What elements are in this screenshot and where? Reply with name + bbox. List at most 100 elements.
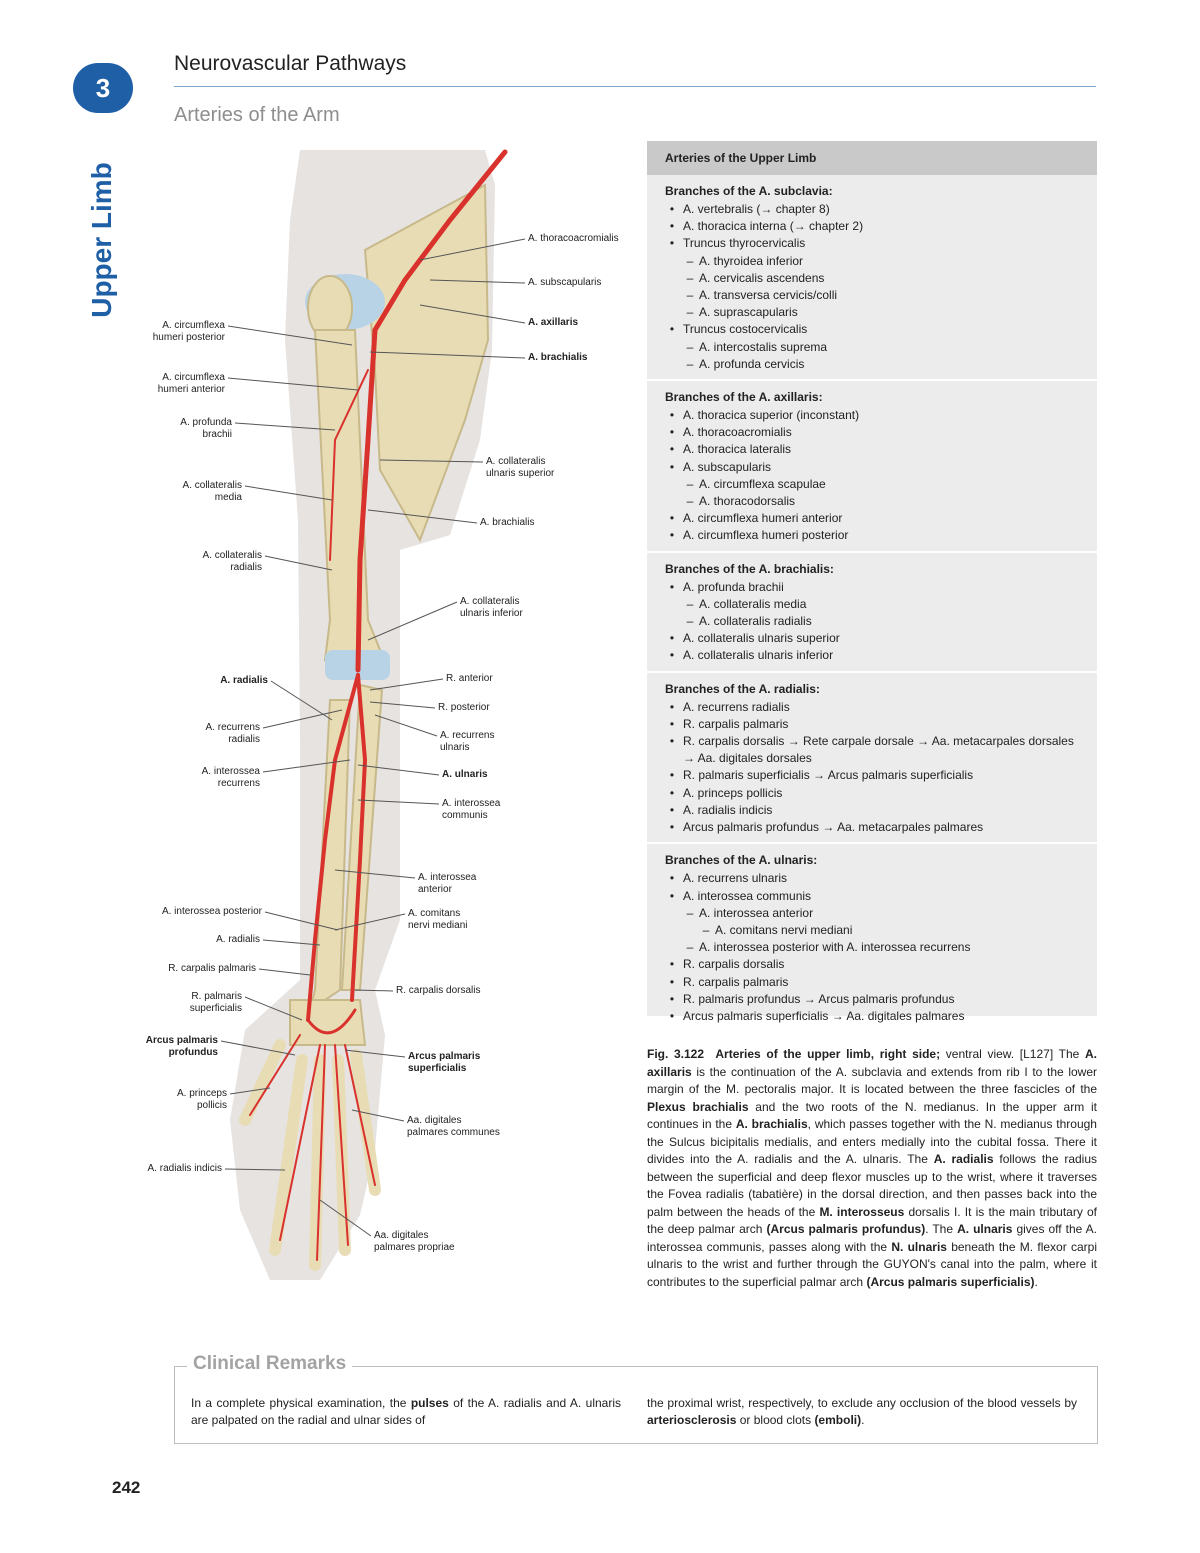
caption-fig-title: Arteries of the upper limb, right side; — [715, 1047, 941, 1061]
table-section: Branches of the A. brachialis: •A. profun… — [647, 553, 1097, 673]
bullet-icon: • — [669, 699, 675, 714]
table-list-item: •A. circumflexa humeri anterior — [665, 510, 1079, 527]
dash-icon: – — [686, 596, 694, 611]
clinical-remarks-box: Clinical Remarks In a complete physical … — [174, 1353, 1098, 1444]
figure-label: A. circumflexa humeri posterior — [152, 320, 225, 343]
dash-icon: – — [686, 253, 694, 268]
thumb-bone — [239, 1039, 286, 1126]
table-list-item: •A. recurrens radialis — [665, 699, 1079, 716]
table-list-item-text: A. thoracica lateralis — [683, 442, 792, 457]
table-list-item: •R. carpalis dorsalis — [665, 956, 1079, 973]
table-list-item: –A. profunda cervicis — [665, 356, 1079, 373]
page-header-title: Neurovascular Pathways — [174, 52, 407, 75]
table-list-item: •R. carpalis dorsalis → Rete carpale dor… — [665, 733, 1079, 767]
figure-label: R. palmaris superficialis — [189, 991, 242, 1014]
bullet-icon: • — [669, 236, 675, 251]
label-leader-line — [354, 989, 394, 992]
bullet-icon: • — [669, 716, 675, 731]
table-list-item: –A. collateralis media — [665, 596, 1079, 613]
table-list-item-text: A. profunda cervicis — [699, 356, 805, 371]
label-leader-line — [244, 996, 303, 1021]
table-section: Branches of the A. ulnaris:•A. recurrens… — [647, 844, 1097, 1031]
table-list-item: •R. palmaris superficialis → Arcus palma… — [665, 767, 1079, 784]
bullet-icon: • — [669, 648, 675, 663]
dash-icon: – — [686, 339, 694, 354]
table-list-item: • Truncus costocervicalis — [665, 321, 1079, 338]
table-section: Branches of the A. subclavia:•A. vertebr… — [647, 175, 1097, 382]
label-leader-line — [369, 678, 444, 691]
scapula — [363, 183, 490, 543]
profunda-brachii-path — [329, 369, 369, 561]
table-list-item: –A. interossea anterior — [665, 905, 1079, 922]
figure-label: A. profunda brachii — [180, 417, 232, 440]
figure-label: A. brachialis — [480, 517, 535, 528]
label-leader-line — [374, 714, 438, 737]
table-list-item: •A. collateralis ulnaris superior — [665, 630, 1079, 647]
figure-label: R. posterior — [438, 702, 490, 713]
table-list-item: •A. collateralis ulnaris inferior — [665, 647, 1079, 664]
table-list-item: –A. intercostalis suprema — [665, 339, 1079, 356]
dash-icon: – — [686, 905, 694, 920]
figure-label: Aa. digitales palmares communes — [407, 1115, 500, 1138]
table-list-item-text: Truncus thyrocervicalis — [683, 236, 806, 251]
bullet-icon: • — [669, 322, 675, 337]
table-section-title: Branches of the A. brachialis: — [665, 561, 834, 576]
caption.body-text-run: , which passes together with the N. medi… — [647, 1117, 1097, 1166]
table-list-item-text: A. interossea communis — [683, 888, 812, 903]
figure-label: A. interossea posterior — [161, 906, 262, 917]
bullet-icon: • — [669, 1008, 675, 1023]
figure-label: A. interossea recurrens — [201, 766, 260, 789]
label-leader-line — [351, 1109, 405, 1122]
header-rule — [174, 86, 1096, 87]
table-list-item: –A. suprascapularis — [665, 304, 1079, 321]
table-list-item: •A. circumflexa humeri posterior — [665, 527, 1079, 544]
chapter-badge: 3 — [73, 63, 133, 113]
table-list-item: •R. palmaris profundus → Arcus palmaris … — [665, 991, 1079, 1008]
table-section-title: Branches of the A. ulnaris: — [665, 853, 818, 868]
bullet-icon: • — [669, 202, 675, 216]
caption.body-text-run: N. ulnaris — [891, 1239, 947, 1254]
bullet-icon: • — [669, 425, 675, 440]
clinical.right-text-run: . — [861, 1413, 865, 1427]
figure-label: Aa. digitales palmares propriae — [374, 1230, 455, 1253]
caption.body-text-run: (Arcus palmaris profundus) — [766, 1222, 926, 1236]
bullet-icon: • — [669, 511, 675, 526]
table-list-item: •Arcus palmaris superficialis → Aa. digi… — [665, 1008, 1079, 1025]
dash-icon: – — [686, 614, 694, 629]
section-title: Arteries of the Arm — [174, 104, 340, 126]
table-list-item-text: R. carpalis palmaris — [683, 974, 789, 989]
table-list-item-text: A. suprascapularis — [699, 305, 798, 320]
index-finger-bone — [269, 1054, 308, 1256]
table-list-item-text: A. comitans nervi mediani — [715, 922, 853, 937]
clinical.right-text-run: (emboli) — [814, 1413, 862, 1427]
dash-icon: – — [686, 356, 694, 371]
caption.body-text-run: follows the radius between the superfici… — [647, 1152, 1098, 1219]
figure-label: A. radialis — [216, 934, 260, 945]
label-leader-line — [229, 1087, 271, 1095]
middle-finger-bone — [309, 1054, 326, 1271]
clinical.left-text-run: pulses — [410, 1396, 449, 1410]
label-leader-line — [344, 1049, 406, 1058]
table-list-item: •A. thoracoacromialis — [665, 424, 1079, 441]
figure-label: Arcus palmaris profundus — [145, 1035, 218, 1058]
page-number: 242 — [112, 1478, 141, 1497]
radial-artery-path — [306, 673, 360, 1022]
table-list-item: •A. profunda brachii — [665, 579, 1079, 596]
caption.body-text-run: A. brachialis — [735, 1117, 808, 1131]
caption.body-text-run: . The — [925, 1222, 958, 1236]
table-list-item-text: Truncus costocervicalis — [683, 322, 808, 337]
bullet-icon: • — [669, 802, 675, 817]
label-leader-line — [369, 701, 436, 709]
label-leader-line — [264, 911, 339, 931]
table-list-item-text: A. princeps pollicis — [683, 785, 783, 800]
caption.body-text-run: The — [1053, 1047, 1085, 1061]
label-leader-line — [220, 1040, 296, 1056]
label-leader-line — [270, 680, 333, 721]
label-leader-line — [334, 913, 406, 931]
label-leader-line — [262, 939, 321, 946]
table-list-item-text: A. cervicalis ascendens — [699, 270, 825, 285]
figure-caption: Fig. 3.122 Arteries of the upper limb, r… — [647, 1046, 1097, 1291]
caption.body-text-run: . — [1034, 1274, 1038, 1289]
table-section-title: Branches of the A. subclavia: — [665, 184, 833, 198]
caption-fig-label: Fig. 3.122 — [647, 1047, 705, 1061]
